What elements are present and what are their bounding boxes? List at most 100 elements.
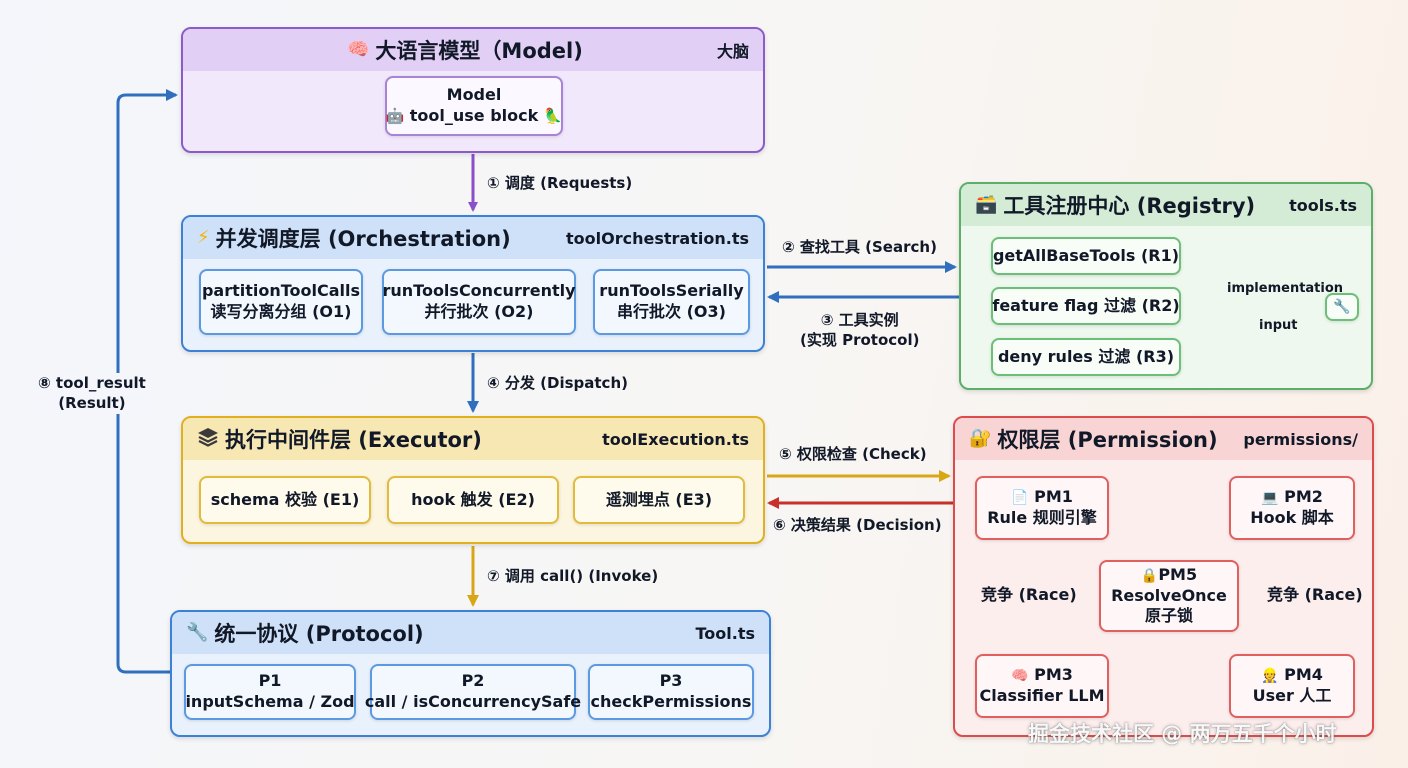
node-label: schema 校验 (E1) — [210, 489, 360, 509]
tool-instance-node[interactable]: 🔧 — [1325, 293, 1359, 321]
flow-label-instance: ③ 工具实例 (实现 Protocol) — [800, 310, 919, 351]
protocol-layer-title: 统一协议 (Protocol) — [214, 622, 424, 646]
protocol-layer: 🔧 统一协议 (Protocol) Tool.ts P1 inputSchema… — [170, 610, 771, 737]
terminal-icon: 💻 — [1261, 490, 1279, 507]
node-label: 遥测埋点 (E3) — [605, 489, 713, 509]
flow-label-instance-line1: ③ 工具实例 — [820, 311, 899, 329]
permission-node-pm3[interactable]: 🧠 PM3 Classifier LLM — [975, 654, 1109, 718]
toolbox-icon: 🗃️ — [975, 194, 998, 215]
node-desc: Hook 脚本 — [1250, 508, 1334, 527]
flow-label-dispatch: ④ 分发 (Dispatch) — [487, 374, 628, 392]
flow-label-result-line1: ⑧ tool_result — [38, 374, 146, 392]
orchestration-layer-title: 并发调度层 (Orchestration) — [215, 227, 511, 251]
protocol-node-p3[interactable]: P3 checkPermissions — [588, 664, 754, 720]
node-label: deny rules 过滤 (R3) — [997, 346, 1175, 366]
flow-label-check: ⑤ 权限检查 (Check) — [779, 445, 927, 463]
flow-label-result: ⑧ tool_result (Result) — [34, 373, 150, 414]
implementation-label: implementation — [1227, 281, 1344, 296]
lock-icon: 🔐 — [969, 428, 992, 449]
node-id-row: 📄 PM1 — [1011, 487, 1073, 508]
executor-node-e2[interactable]: hook 触发 (E2) — [387, 476, 559, 524]
protocol-node-p2[interactable]: P2 call / isConcurrencySafe — [365, 664, 581, 720]
model-node-desc: tool_use block — [409, 106, 539, 125]
node-id-row: 🔒PM5 — [1141, 565, 1197, 586]
node-id-row: 👷 PM4 — [1261, 665, 1323, 686]
registry-node-r3[interactable]: deny rules 过滤 (R3) — [991, 338, 1181, 376]
registry-node-r1[interactable]: getAllBaseTools (R1) — [991, 237, 1181, 275]
input-label: input — [1259, 318, 1298, 333]
protocol-node-p1[interactable]: P1 inputSchema / Zod — [184, 664, 356, 720]
registry-node-r2[interactable]: feature flag 过滤 (R2) — [991, 287, 1181, 325]
node-desc: call / isConcurrencySafe — [364, 692, 582, 711]
executor-layer-title: 执行中间件层 (Executor) — [225, 428, 482, 452]
orchestration-node-o3[interactable]: runToolsSerially 串行批次 (O3) — [593, 269, 750, 335]
node-label: feature flag 过滤 (R2) — [992, 295, 1180, 315]
node-name: runToolsSerially — [599, 281, 744, 301]
permission-node-pm1[interactable]: 📄 PM1 Rule 规则引擎 — [975, 476, 1109, 540]
permission-node-pm2[interactable]: 💻 PM2 Hook 脚本 — [1229, 476, 1355, 540]
flow-label-invoke: ⑦ 调用 call() (Invoke) — [487, 567, 659, 585]
orchestration-layer-header: ⚡ 并发调度层 (Orchestration) toolOrchestratio… — [183, 217, 763, 259]
orchestration-layer: ⚡ 并发调度层 (Orchestration) toolOrchestratio… — [181, 215, 765, 352]
flow-label-requests: ① 调度 (Requests) — [487, 174, 633, 192]
protocol-layer-file: Tool.ts — [695, 623, 755, 643]
node-desc: User 人工 — [1252, 686, 1332, 705]
registry-layer-file: tools.ts — [1289, 195, 1357, 215]
node-desc: 读写分离分组 (O1) — [210, 302, 352, 321]
model-node-desc-row: 🤖 tool_use block 🦜 — [385, 106, 562, 127]
race-label-left: 竞争 (Race) — [981, 585, 1077, 604]
permission-layer-header: 🔐 权限层 (Permission) permissions/ — [955, 418, 1372, 460]
flow-label-decision: ⑥ 决策结果 (Decision) — [773, 516, 942, 534]
model-layer-title: 大语言模型（Model) — [375, 39, 583, 63]
user-icon: 👷 — [1261, 668, 1279, 685]
robot-icon: 🤖 — [385, 107, 405, 125]
wrench-icon: 🔧 — [186, 622, 209, 643]
node-id: PM3 — [1034, 665, 1073, 685]
model-node[interactable]: Model 🤖 tool_use block 🦜 — [385, 76, 563, 136]
node-id: P2 — [461, 671, 485, 691]
node-id: PM2 — [1284, 487, 1323, 507]
node-id-row: 💻 PM2 — [1261, 487, 1323, 508]
node-name: runToolsConcurrently — [382, 281, 576, 301]
wrench-icon: 🔧 — [1333, 298, 1351, 315]
node-id: P1 — [258, 671, 282, 691]
node-name: partitionToolCalls — [201, 281, 361, 301]
executor-layer: 执行中间件层 (Executor) toolExecution.ts schem… — [181, 416, 765, 544]
race-label-right: 竞争 (Race) — [1267, 585, 1363, 604]
orchestration-node-o1[interactable]: partitionToolCalls 读写分离分组 (O1) — [199, 269, 363, 335]
watermark: 掘金技术社区 @ 两万五千个小时 — [1028, 722, 1337, 746]
registry-layer-header: 🗃️ 工具注册中心 (Registry) tools.ts — [961, 184, 1371, 226]
permission-layer-file: permissions/ — [1243, 429, 1358, 449]
bird-icon: 🦜 — [543, 107, 563, 125]
brain-icon: 🧠 — [1011, 668, 1029, 685]
layers-icon — [197, 427, 219, 451]
node-desc: Classifier LLM — [979, 686, 1105, 705]
flow-label-result-line2: (Result) — [58, 394, 126, 413]
orchestration-node-o2[interactable]: runToolsConcurrently 并行批次 (O2) — [382, 269, 576, 335]
document-icon: 📄 — [1011, 490, 1029, 507]
lock-icon: 🔒 — [1140, 567, 1159, 584]
executor-node-e1[interactable]: schema 校验 (E1) — [199, 476, 371, 524]
node-id-row: 🧠 PM3 — [1011, 665, 1073, 686]
registry-layer: 🗃️ 工具注册中心 (Registry) tools.ts getAllBase… — [959, 182, 1373, 390]
model-layer-tag: 大脑 — [716, 42, 749, 61]
node-id: P3 — [659, 671, 683, 691]
node-id: PM5 — [1158, 564, 1198, 584]
executor-node-e3[interactable]: 遥测埋点 (E3) — [573, 476, 745, 524]
permission-node-pm5[interactable]: 🔒PM5 ResolveOnce 原子锁 — [1099, 560, 1239, 632]
node-id: PM1 — [1034, 487, 1073, 507]
brain-icon: 🧠 — [347, 39, 370, 60]
flow-label-search: ② 查找工具 (Search) — [782, 238, 937, 256]
permission-node-pm4[interactable]: 👷 PM4 User 人工 — [1229, 654, 1355, 718]
registry-layer-title: 工具注册中心 (Registry) — [1003, 194, 1256, 218]
orchestration-layer-file: toolOrchestration.ts — [566, 228, 749, 248]
executor-layer-file: toolExecution.ts — [602, 429, 749, 449]
executor-layer-header: 执行中间件层 (Executor) toolExecution.ts — [183, 418, 763, 460]
node-desc: Rule 规则引擎 — [987, 508, 1097, 527]
node-desc: 串行批次 (O3) — [617, 302, 726, 321]
lightning-icon: ⚡ — [197, 227, 210, 248]
permission-layer-title: 权限层 (Permission) — [997, 428, 1218, 452]
node-desc: 原子锁 — [1144, 606, 1193, 626]
node-label: getAllBaseTools (R1) — [992, 245, 1180, 265]
flow-label-instance-line2: (实现 Protocol) — [800, 331, 920, 350]
